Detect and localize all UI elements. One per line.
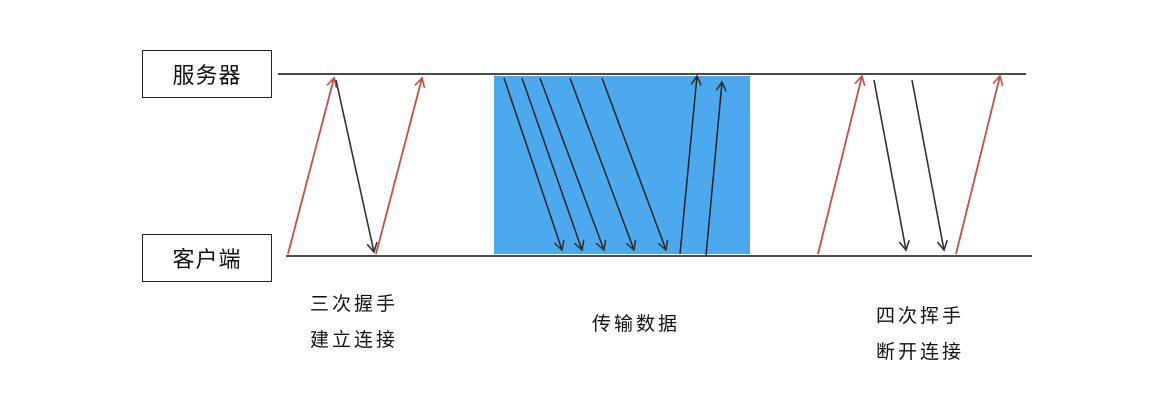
handshake-caption: 三次握手 建立连接	[296, 286, 412, 358]
transfer-down-arrow	[601, 77, 669, 252]
teardown-caption-line1: 四次挥手	[875, 305, 964, 327]
transfer-down-arrow	[569, 77, 637, 252]
client-label-box: 客户端	[142, 234, 272, 282]
teardown-ack-arrow	[873, 79, 911, 252]
handshake-caption-line2: 建立连接	[309, 329, 398, 351]
teardown-caption-line2: 断开连接	[875, 341, 964, 363]
transfer-up-arrow	[679, 74, 702, 255]
server-label: 服务器	[172, 64, 242, 89]
handshake-caption-line1: 三次握手	[309, 293, 398, 315]
teardown-caption: 四次挥手 断开连接	[862, 298, 978, 370]
transfer-down-arrow	[521, 77, 585, 252]
transfer-up-arrow	[705, 80, 727, 257]
transfer-down-arrow	[503, 77, 565, 252]
server-label-box: 服务器	[142, 50, 272, 98]
transfer-down-arrow	[539, 77, 607, 252]
transfer-caption: 传输数据	[578, 306, 694, 342]
teardown-fin-arrow	[911, 79, 949, 252]
transfer-region	[494, 76, 750, 254]
client-label: 客户端	[172, 248, 242, 273]
teardown-ack-arrow	[955, 74, 1004, 255]
teardown-fin-arrow	[817, 74, 866, 255]
handshake-ack-arrow	[375, 76, 426, 255]
handshake-synack-arrow	[335, 79, 378, 254]
handshake-syn-arrow	[287, 76, 338, 255]
transfer-caption-line1: 传输数据	[591, 313, 680, 335]
